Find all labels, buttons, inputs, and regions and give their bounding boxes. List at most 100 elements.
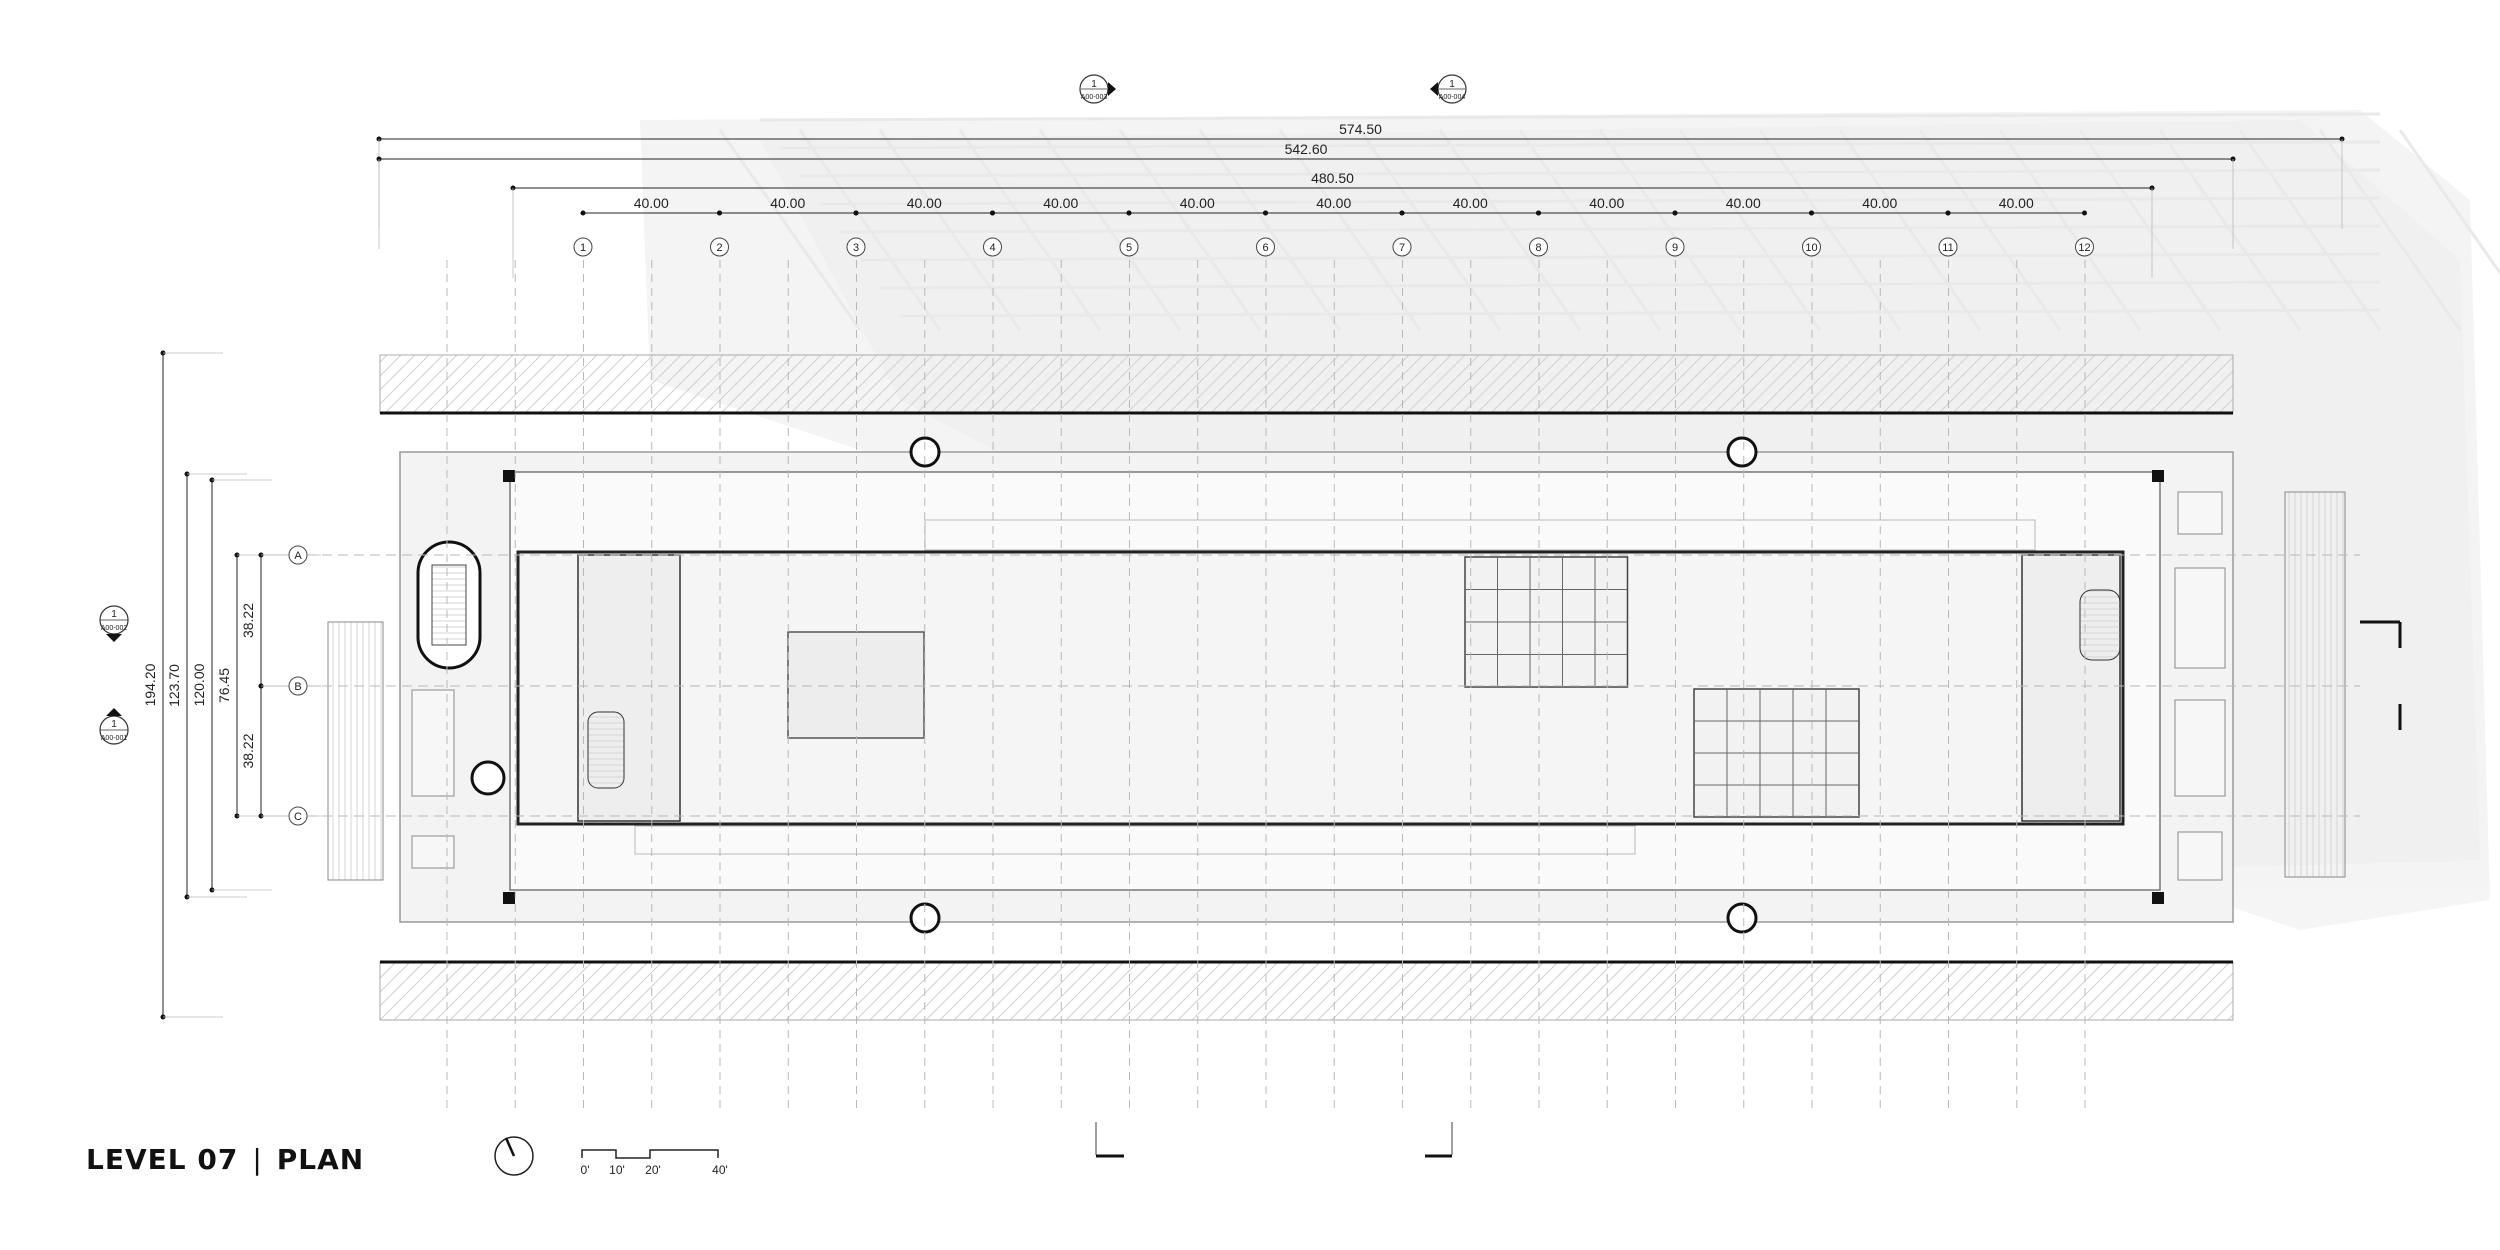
north-arrow-icon — [494, 1136, 534, 1176]
grid-bubble-column-6: 6 — [1256, 237, 1275, 257]
round-columns — [470, 436, 1758, 934]
dimension-label: 123.70 — [166, 664, 182, 707]
section-sheet: A00-004 — [1439, 94, 1466, 101]
grid-bubble-label: 7 — [1399, 242, 1405, 254]
grid-bubble-label: C — [294, 811, 302, 823]
plan-label: PLAN — [276, 1143, 365, 1176]
lower-deck — [379, 960, 2234, 1021]
dimension-overall-542: 542.60 — [376, 141, 2236, 249]
dimension-bay-3: 40.00 — [853, 195, 995, 216]
section-number: 1 — [111, 719, 117, 730]
dimension-bay-1: 40.00 — [580, 195, 722, 216]
grid-bubble-label: 9 — [1672, 242, 1678, 254]
dimension-label: 40.00 — [1999, 195, 2034, 211]
dimension-label: 194.20 — [142, 663, 158, 706]
dimension-label: 40.00 — [1726, 195, 1761, 211]
dimension-label: 120.00 — [191, 663, 207, 706]
scale-label: 0' — [581, 1163, 590, 1177]
dimension-label: 480.50 — [1311, 170, 1354, 186]
grid-bubble-label: 4 — [989, 242, 995, 254]
grid-bubble-column-11: 11 — [1938, 237, 1958, 257]
dimension-bay-4: 40.00 — [990, 195, 1132, 216]
dimension-bay-6: 40.00 — [1263, 195, 1405, 216]
grid-bubble-label: 5 — [1126, 242, 1132, 254]
interior-stair-east — [2079, 589, 2121, 661]
grid-bubble-label: B — [294, 681, 301, 693]
level-label: LEVEL 07 — [86, 1143, 239, 1176]
grid-bubble-column-2: 2 — [710, 237, 729, 257]
grid-bubble-row-C: C — [288, 806, 308, 826]
grid-bubble-row-B: B — [288, 676, 308, 696]
east-platform — [2174, 491, 2402, 881]
dimension-label: 40.00 — [907, 195, 942, 211]
dimension-label: 38.22 — [240, 603, 256, 638]
grid-bubble-label: 8 — [1535, 242, 1541, 254]
section-sheet: A00-002 — [101, 625, 128, 632]
dimension-label: 40.00 — [1589, 195, 1624, 211]
grid-bubble-column-7: 7 — [1392, 237, 1412, 257]
dimension-label: 40.00 — [1180, 195, 1215, 211]
dimension-label: 542.60 — [1285, 141, 1328, 157]
title-separator: | — [252, 1143, 263, 1176]
dimension-half-bay-upper: 38.22 — [240, 552, 321, 689]
section-number: 1 — [1091, 79, 1097, 90]
grid-bubble-column-12: 12 — [2075, 237, 2094, 257]
dimension-label: 574.50 — [1339, 121, 1382, 137]
dimension-bay-8: 40.00 — [1536, 195, 1678, 216]
row-grid-bubbles: A B C — [288, 545, 308, 826]
scale-label: 10' — [609, 1163, 625, 1177]
section-number: 1 — [111, 609, 117, 620]
grid-bubble-column-8: 8 — [1529, 237, 1548, 257]
west-stair — [416, 540, 482, 670]
drawing-title: LEVEL 07 | PLAN — [86, 1143, 364, 1176]
dimension-bay-11: 40.00 — [1945, 195, 2087, 216]
grid-bubble-column-3: 3 — [846, 237, 866, 257]
grid-bubble-column-5: 5 — [1119, 237, 1139, 257]
dimension-half-bay-lower: 38.22 — [240, 683, 321, 819]
dimension-vertical-76: 76.45 — [216, 552, 297, 819]
grid-bubble-label: 11 — [1942, 242, 1953, 254]
section-number: 1 — [1449, 79, 1455, 90]
section-marker-a00-004[interactable]: 1 A00-004 — [1430, 74, 1467, 104]
dimension-overall-574: 574.50 — [376, 121, 2345, 229]
section-sheet: A00-003 — [1081, 94, 1108, 101]
grid-bubble-column-4: 4 — [983, 237, 1002, 257]
grid-bubble-column-10: 10 — [1802, 237, 1821, 257]
dimension-strings: 574.50 542.60 480.50 40.00 40.00 40.00 40.00 40… — [142, 121, 2345, 1020]
dimension-label: 40.00 — [634, 195, 669, 211]
grid-bubble-label: 2 — [716, 242, 722, 254]
grid-bubble-label: 1 — [580, 242, 586, 254]
dimension-overall-480: 480.50 — [510, 170, 2155, 278]
scale-label: 40' — [712, 1163, 728, 1177]
dimension-label: 40.00 — [1043, 195, 1078, 211]
column-grid-lines — [290, 260, 2360, 1110]
section-marker-a00-001[interactable]: 1 A00-001 — [99, 708, 129, 745]
display-grid-lower — [1693, 688, 1860, 818]
dimension-bay-9: 40.00 — [1672, 195, 1814, 216]
dimension-label: 40.00 — [1862, 195, 1897, 211]
dimension-vertical-120: 120.00 — [191, 477, 272, 893]
section-marker-a00-003[interactable]: 1 A00-003 — [1079, 74, 1116, 104]
dimension-label: 40.00 — [770, 195, 805, 211]
west-platform — [327, 621, 455, 881]
section-cut-lines — [1095, 1122, 1453, 1158]
scale-label: 20' — [645, 1163, 661, 1177]
grid-bubble-label: 10 — [1805, 242, 1817, 254]
interior-stair-west — [587, 711, 625, 789]
corner-columns — [503, 470, 2164, 904]
grid-bubble-label: 3 — [853, 242, 859, 254]
display-grid-upper — [1464, 556, 1629, 688]
grid-bubble-label: 12 — [2078, 242, 2090, 254]
dimension-label: 40.00 — [1453, 195, 1488, 211]
dimension-label: 38.22 — [240, 733, 256, 768]
grid-bubble-label: A — [294, 550, 302, 562]
section-marker-a00-002[interactable]: 1 A00-002 — [99, 605, 129, 642]
dimension-label: 76.45 — [216, 668, 232, 703]
central-atrium — [516, 519, 2125, 855]
dimension-vertical-194: 194.20 — [142, 350, 223, 1020]
grid-bubble-row-A: A — [288, 545, 308, 565]
grid-bubble-label: 6 — [1262, 242, 1268, 254]
dimension-vertical-123: 123.70 — [166, 471, 247, 900]
